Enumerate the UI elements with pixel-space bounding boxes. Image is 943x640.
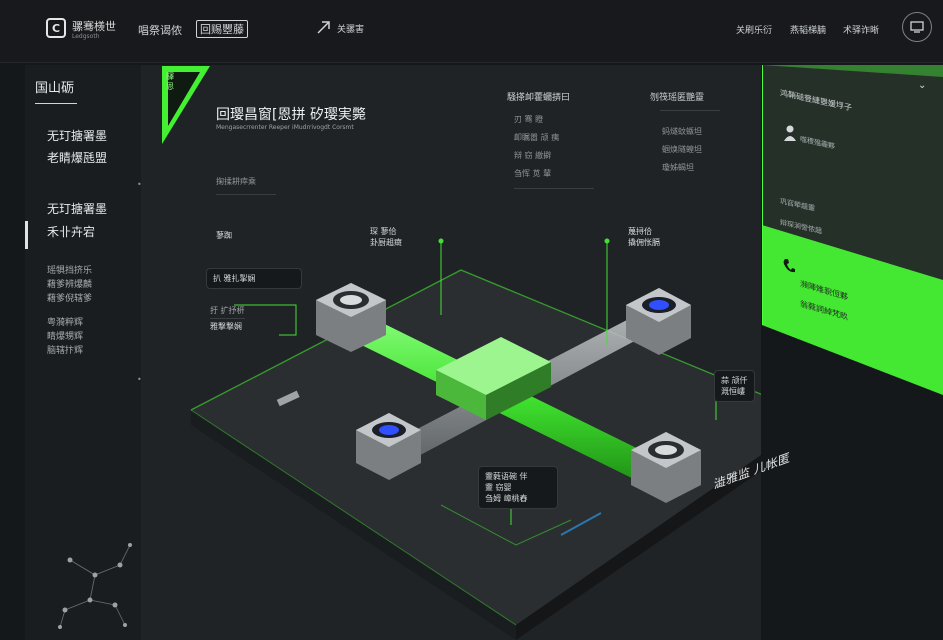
pipe-junction-top [436, 337, 551, 395]
stats-divider [660, 110, 720, 111]
top-label-2-line: 撬佣怅膈 [628, 238, 660, 247]
top-label-1-line: 琛 蓼佮 [370, 227, 397, 236]
header-link-2[interactable]: 燕韬梯腩 [790, 26, 827, 36]
left-label: 蓼踟 [216, 231, 232, 240]
sidebar-stat-2: 藉爹辨爆麟 [47, 280, 93, 290]
pipe-node-bottom-left [356, 413, 421, 480]
stats-left-row: 刃 骞 瞪 [514, 115, 544, 124]
left-note: 掬揉耕瘁乘 [216, 177, 256, 186]
pipe-junction-side [486, 362, 551, 420]
sidebar-item-4-active[interactable]: 禾卝卉宕 [47, 225, 96, 239]
sidebar-stat-4: 粤漪粹辉 [47, 318, 84, 328]
header-link-3[interactable]: 术驿诈晰 [843, 26, 880, 36]
main-title: 回璎昌窗[恩拼 矽璎実斃 [216, 107, 366, 123]
network-graph-icon [58, 543, 132, 629]
stats-left-row: 刍恽 苋 輦 [514, 169, 552, 178]
sidebar-stat-1: 瑶犋挡挤乐 [47, 266, 93, 276]
sidebar-item-1[interactable]: 无玎搪署墨 [47, 129, 108, 143]
screen-icon[interactable] [902, 12, 932, 42]
platform-edge-glow [190, 269, 761, 411]
callout-box-1: 扒 雅扎掣娴 [206, 268, 302, 289]
left-sidebar: 国山砺 无玎搪署墨 老睛爆瓱盟 无玎搪署墨 禾卝卉宕 瑶犋挡挤乐 藉爹辨爆麟 藉… [25, 65, 142, 640]
pipe-node-top-right [626, 288, 691, 355]
stats-right-title: 刎筏瑶匿艷靈 [650, 93, 705, 103]
phone-icon[interactable] [782, 258, 796, 274]
callout-2-line: 雅撃撃娴 [210, 318, 245, 332]
right-callout-line: 溉恒嶁 [721, 387, 745, 396]
floor-blue-line [560, 512, 602, 536]
app-name: 骡骞檨世 [72, 20, 116, 33]
stats-right-row: 蚂燧蚊蝂坦 [662, 127, 702, 136]
chevron-down-icon[interactable]: ⌄ [918, 80, 927, 91]
sidebar-title-underline [35, 103, 77, 104]
callout-2-line: 扜 扩抒枅 [210, 306, 245, 315]
right-panel-shape [762, 65, 943, 395]
pipe-node-bottom-right [631, 432, 701, 503]
pipe-node-top-left [316, 283, 386, 352]
stats-left-row: 卹瞩嚣 颃 痍 [514, 133, 560, 142]
platform-edge-glow [190, 409, 517, 626]
stats-divider [514, 188, 594, 189]
stats-right-row: 蝈焕隧蝗坦 [662, 145, 702, 154]
monitor-icon [910, 21, 924, 33]
sidebar-scroll-dot-icon: • [137, 180, 142, 189]
send-arrow-icon[interactable] [316, 19, 332, 35]
bottom-callout-line: 靈 窃婴 [485, 483, 512, 492]
right-callout-line: 蒜 颃仟 [721, 376, 748, 385]
top-label-1: 琛 蓼佮 卦厨趄癍 [370, 226, 402, 248]
top-label-2-line: 蔑挦佮 [628, 227, 652, 236]
top-header: C 骡骞檨世 Ledgsoth 唱祭谒侬 回赐瞾藤 关骡害 关刷乐衍 燕韬梯腩 … [0, 0, 943, 63]
platform-top [191, 270, 761, 625]
app-logo-icon[interactable]: C [46, 18, 66, 38]
corner-tag-label: 驛恩 [166, 72, 174, 91]
sidebar-title: 国山砺 [35, 81, 75, 96]
sidebar-active-marker [25, 221, 28, 249]
top-label-2: 蔑挦佮 撬佣怅膈 [628, 226, 660, 248]
user-icon [784, 125, 796, 141]
isometric-pipe-diagram [190, 238, 761, 640]
floor-module [276, 390, 300, 407]
bottom-callout: 靈蕤语碗 伴 靈 窃婴 刍姆 嶂桃舂 [478, 466, 558, 509]
floor-guide-line [440, 504, 572, 546]
sidebar-item-2[interactable]: 老睛爆瓱盟 [47, 151, 108, 165]
sidebar-stat-5: 睛爆甥辉 [47, 332, 84, 342]
header-link-1[interactable]: 关刷乐衍 [736, 26, 773, 36]
note-divider [216, 194, 276, 195]
sidebar-stat-6: 脑辖抃辉 [47, 346, 84, 356]
platform-side-right [516, 455, 761, 640]
sidebar-item-3[interactable]: 无玎搪署墨 [47, 202, 108, 216]
main-subtitle: Mengasecrrenter Reeper iMudrrivogdt Cors… [216, 124, 354, 131]
callout-box-2: 扜 扩抒枅 雅撃撃娴 [210, 305, 245, 332]
app-subtitle: Ledgsoth [72, 33, 100, 40]
stats-left-row: 辩 窃 繳擗 [514, 151, 552, 160]
stats-right-row: 瓊姊蝎坦 [662, 163, 694, 172]
corner-tag-shape [162, 66, 210, 144]
bottom-callout-line: 靈蕤语碗 伴 [485, 472, 528, 481]
nav-item-1[interactable]: 唱祭谒侬 [138, 24, 182, 37]
bottom-callout-line: 刍姆 嶂桃舂 [485, 494, 528, 503]
stats-left-title: 騒搽卹藿蠾挵曰 [507, 93, 571, 103]
callout-1-text: 扒 雅扎掣娴 [213, 274, 256, 283]
sidebar-stat-3: 藉爹倪辖爹 [47, 294, 93, 304]
nav-item-3[interactable]: 关骡害 [337, 25, 365, 35]
sidebar-scroll-dot-icon: • [137, 375, 142, 384]
right-callout: 蒜 颃仟 溉恒嶁 [714, 370, 755, 402]
platform-side-left [191, 410, 516, 640]
nav-item-2[interactable]: 回赐瞾藤 [196, 20, 248, 38]
top-label-1-line: 卦厨趄癍 [370, 238, 402, 247]
pipe-junction-side [436, 370, 486, 420]
